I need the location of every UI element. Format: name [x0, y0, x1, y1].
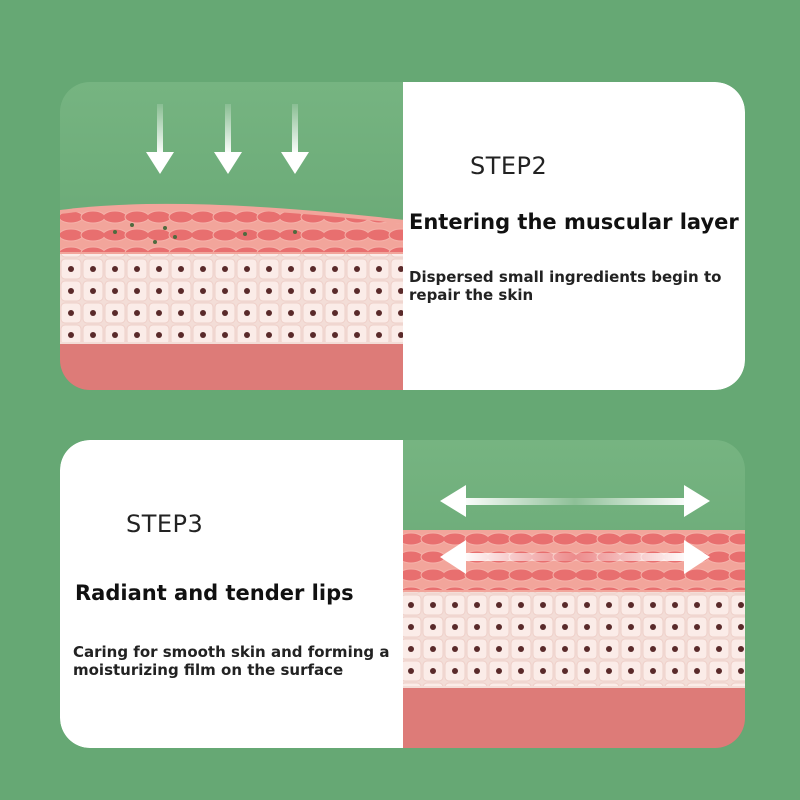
step3-card: STEP3 Radiant and tender lips Caring for…	[60, 440, 745, 748]
skin-layers-svg	[60, 104, 405, 390]
arrow-down-icon	[214, 104, 242, 174]
step-heading: Radiant and tender lips	[75, 581, 354, 605]
step3-skin-illustration	[400, 440, 745, 748]
base-layer	[400, 686, 745, 748]
step-description: Caring for smooth skin and forming a moi…	[73, 643, 390, 679]
double-arrow-icon	[440, 540, 710, 574]
skin-layers-svg	[400, 485, 745, 748]
step-label: STEP3	[126, 510, 204, 538]
arrow-down-icon	[281, 104, 309, 174]
down-arrows	[146, 104, 309, 174]
step2-text-panel: STEP2 Entering the muscular layer Disper…	[403, 82, 745, 390]
double-arrow-icon	[440, 485, 710, 517]
step3-text-panel: STEP3 Radiant and tender lips Caring for…	[60, 440, 403, 748]
ingredient-particles	[113, 223, 297, 244]
step-label: STEP2	[470, 152, 548, 180]
base-layer	[60, 342, 405, 390]
arrow-down-icon	[146, 104, 174, 174]
step-description: Dispersed small ingredients begin to rep…	[409, 268, 722, 304]
step-heading: Entering the muscular layer	[409, 210, 739, 234]
step2-card: STEP2 Entering the muscular layer Disper…	[60, 82, 745, 390]
step2-skin-illustration	[60, 82, 405, 390]
